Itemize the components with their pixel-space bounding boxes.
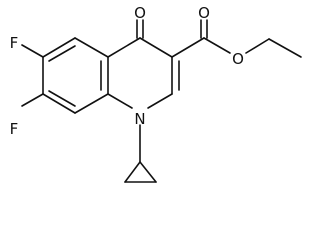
bond-oester-ch2 [245,38,270,54]
bond-ch2-ch3 [268,38,302,58]
bond-c7-f [21,93,44,107]
bond-c8-c8a [74,93,109,114]
cyclopropyl-group [124,124,157,183]
bond-c7-c8-inner [48,90,76,107]
bond-cp-left [124,161,141,183]
atom-label-fluorine-6: F [10,34,19,52]
bond-c4-c3 [139,37,173,58]
bond-n1-c8a [107,93,133,109]
ester-group [171,19,302,58]
benzene-ring [42,37,109,114]
bond-c2-n1 [147,93,173,109]
bond-c6-f [21,44,44,58]
structure-canvas: O O O F F N [10,4,302,183]
pyridone-ring [107,37,180,109]
bond-c3-cester [171,37,205,58]
atom-label-oxygen-carbonyl: O [198,4,210,22]
bond-c4a-c5 [74,37,109,58]
molecule-structure: O O O F F N [10,4,302,183]
bond-c4a-c4 [107,37,141,58]
bond-cp-right [139,161,157,183]
bond-c7-c8 [42,93,76,114]
fluorine-substituents [21,44,44,107]
atom-labels: O O O F F N [10,4,244,138]
bond-cester-oester [203,37,231,54]
bond-c5-c6-inner [48,45,76,62]
ketone-group [136,19,144,39]
atom-label-oxygen-ester: O [232,50,244,68]
atom-label-oxygen-ketone: O [134,4,146,22]
atom-label-nitrogen: N [134,110,145,128]
atom-label-fluorine-7: F [10,120,19,138]
bond-c5-c6 [42,37,76,58]
